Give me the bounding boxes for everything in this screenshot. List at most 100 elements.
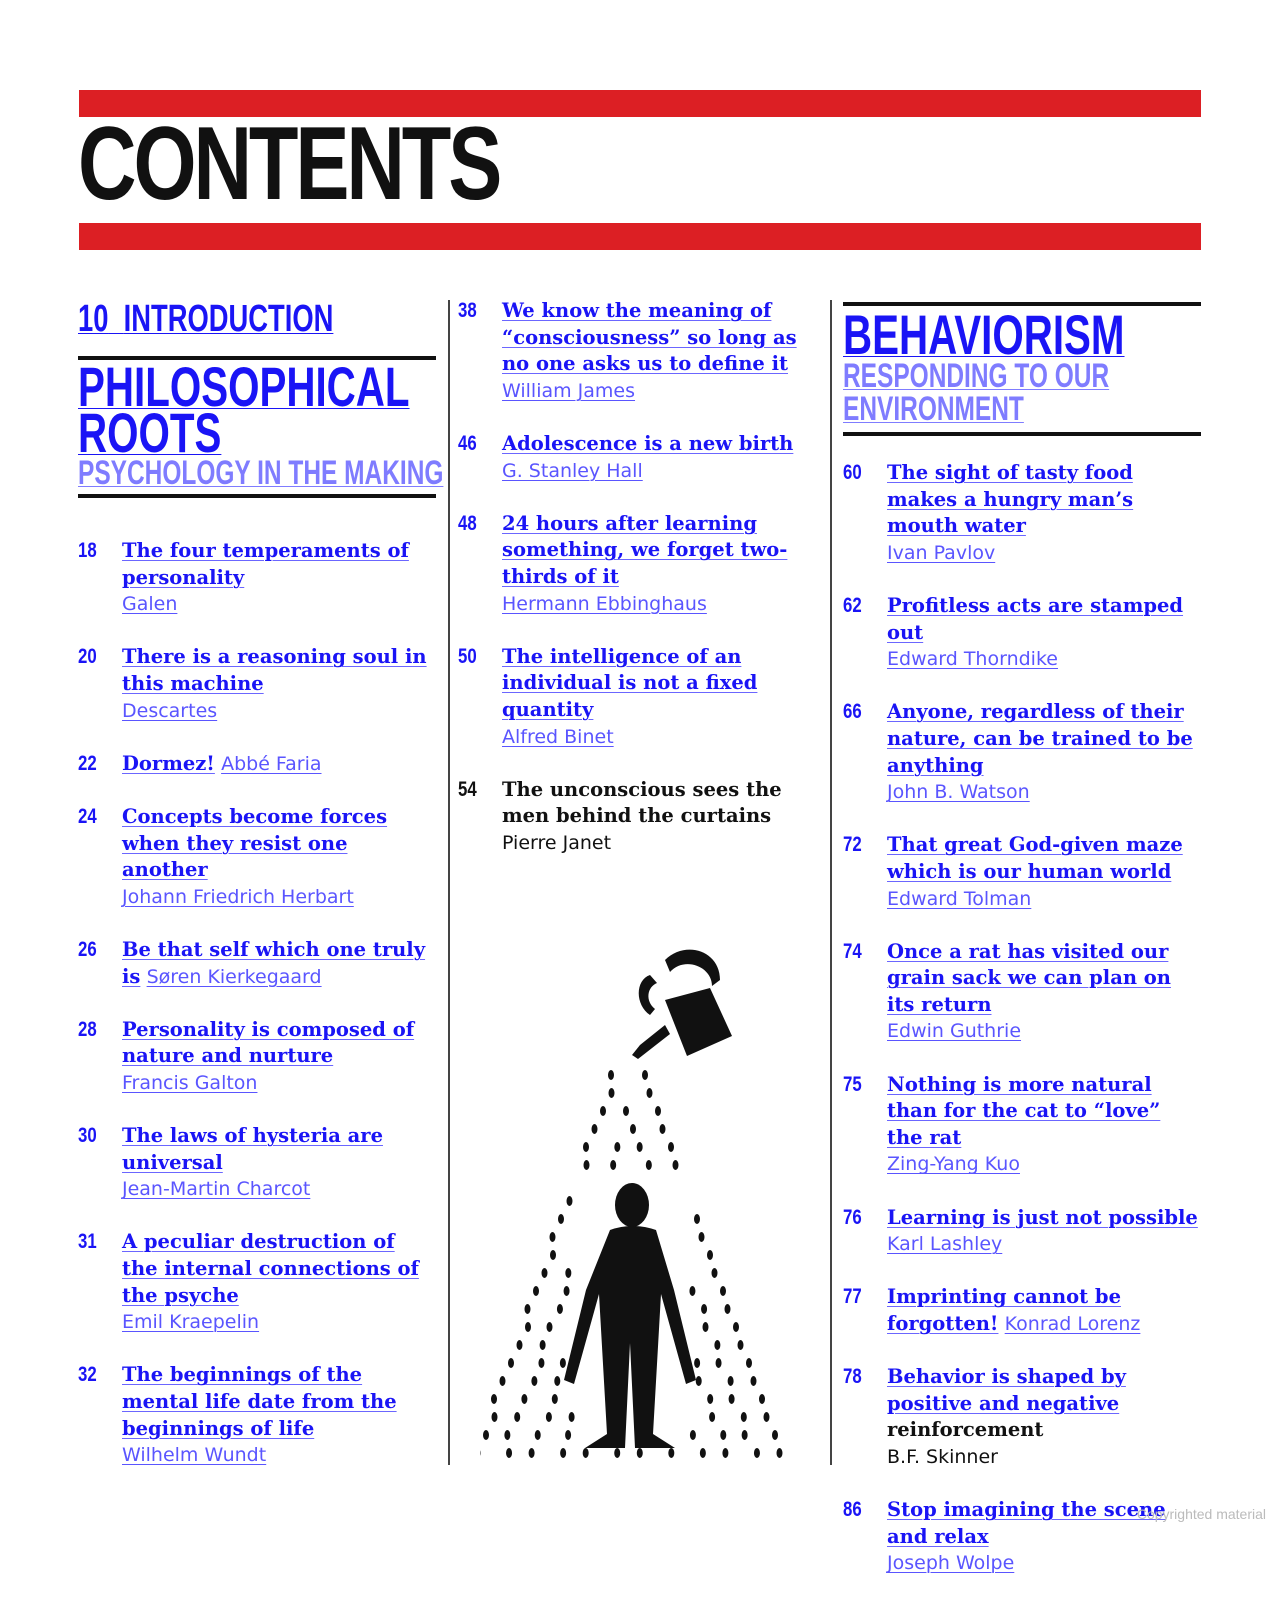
water-drop [724, 1304, 731, 1314]
column-1: 10 INTRODUCTION PHILOSOPHICAL ROOTS PSYC… [78, 298, 444, 1495]
toc-entry[interactable]: 54 The unconscious sees the men behind th… [458, 777, 810, 857]
entry-title[interactable]: Learning is just not possible [887, 1205, 1198, 1229]
water-drop [642, 1070, 648, 1080]
intro-link[interactable]: 10 INTRODUCTION [78, 298, 334, 340]
entry-author[interactable]: Alfred Binet [502, 725, 614, 748]
entry-author[interactable]: Edwin Guthrie [887, 1020, 1022, 1043]
entry-title[interactable]: The intelligence of an individual is not… [502, 644, 758, 721]
entry-title[interactable]: Be that self which one truly is [122, 937, 426, 988]
water-drop [480, 1450, 481, 1456]
entry-author[interactable]: Søren Kierkegaard [146, 965, 322, 988]
entry-author[interactable]: Karl Lashley [887, 1233, 1003, 1256]
entry-author[interactable]: Francis Galton [122, 1071, 258, 1094]
water-drop [720, 1430, 727, 1440]
entry-author[interactable]: Wilhelm Wundt [122, 1444, 267, 1467]
entry-title[interactable]: Dormez! [122, 751, 215, 775]
entry-title[interactable]: The sight of tasty food makes a hungry m… [887, 461, 1134, 538]
entry-title[interactable]: Anyone, regardless of their nature, can … [887, 700, 1193, 777]
entry-author[interactable]: Edward Tolman [887, 887, 1032, 910]
entry-author[interactable]: Galen [122, 593, 178, 616]
water-drop [591, 1124, 598, 1134]
entry-title[interactable]: Imprinting cannot be forgotten! [887, 1285, 1121, 1335]
entry-title[interactable]: The unconscious sees the men behind the … [502, 777, 782, 828]
copyright-notice: Copyrighted material [1136, 1506, 1266, 1522]
water-drop [546, 1322, 553, 1332]
entry-author[interactable]: Edward Thorndike [887, 648, 1058, 671]
entry-author[interactable]: Johann Friedrich Herbart [122, 885, 354, 908]
section-heading-behaviorism[interactable]: BEHAVIORISM RESPONDING TO OUR ENVIRONMEN… [843, 303, 1125, 428]
water-drop [707, 1394, 714, 1404]
entry-title[interactable]: The beginnings of the mental life date f… [122, 1363, 397, 1440]
entry-title[interactable]: Personality is composed of nature and nu… [122, 1017, 415, 1068]
entry-author[interactable]: Pierre Janet [502, 831, 612, 854]
water-drop [655, 1106, 661, 1116]
watering-can-man-illustration [480, 949, 783, 1458]
water-drop [533, 1286, 539, 1296]
water-drop [689, 1286, 696, 1296]
toc-entry[interactable]: 60 The sight of tasty food makes a hungry… [843, 460, 1201, 566]
entry-title[interactable]: 24 hours after learning something, we fo… [502, 511, 788, 588]
entry-title[interactable]: Adolescence is a new birth [502, 431, 794, 455]
entry-author[interactable]: Zing-Yang Kuo [887, 1153, 1020, 1176]
entry-title[interactable]: Behavior is shaped by positive and negat… [887, 1365, 1126, 1415]
entry-author[interactable]: Jean-Martin Charcot [122, 1178, 311, 1201]
entry-author[interactable]: Abbé Faria [221, 752, 322, 775]
water-drop [772, 1430, 778, 1440]
entry-title[interactable]: Concepts become forces when they resist … [122, 804, 388, 882]
page-number: 60 [843, 461, 862, 484]
page-number: 74 [843, 939, 862, 963]
entry-title[interactable]: A peculiar destruction of the internal c… [122, 1230, 419, 1307]
page-number: 54 [458, 777, 477, 801]
entry-title[interactable]: The four temperaments of personality [122, 539, 409, 589]
entry-title[interactable]: Nothing is more natural than for the cat… [887, 1072, 1161, 1149]
column-3: BEHAVIORISM RESPONDING TO OUR ENVIRONMEN… [843, 298, 1201, 1604]
water-drop [689, 1430, 696, 1440]
section-heading-philosophical-roots[interactable]: PHILOSOPHICAL ROOTS PSYCHOLOGY IN THE MA… [78, 355, 444, 492]
entry-author[interactable]: William James [502, 379, 636, 402]
entry-author[interactable]: G. Stanley Hall [502, 459, 643, 482]
entry-title[interactable]: Once a rat has visited our grain sack we… [887, 939, 1171, 1016]
toc-entry[interactable]: 74 Once a rat has visited our grain sack … [843, 939, 1201, 1045]
entry-author[interactable]: Hermann Ebbinghaus [502, 592, 707, 615]
entry-author[interactable]: Joseph Wolpe [887, 1552, 1015, 1575]
page-number: 26 [78, 937, 97, 961]
entry-title[interactable]: Stop imagining the scene and relax [887, 1498, 1166, 1548]
page-title: CONTENTS [78, 106, 502, 222]
entry-title[interactable]: That great God-given maze which is our h… [887, 833, 1183, 883]
water-drop [508, 1358, 514, 1368]
water-drop [746, 1358, 752, 1368]
water-drop [614, 1448, 621, 1458]
entry-author[interactable]: John B. Watson [887, 781, 1030, 804]
entry-author[interactable]: Descartes [122, 699, 218, 722]
entry-title[interactable]: The laws of hysteria are universal [122, 1124, 383, 1174]
entry-author[interactable]: Konrad Lorenz [1004, 1313, 1141, 1335]
toc-entry[interactable]: 26 Be that self which one truly is Søren … [78, 937, 436, 990]
entry-title[interactable]: We know the meaning of “consciousness” s… [502, 299, 797, 376]
entry-title[interactable]: Profitless acts are stamped out [887, 593, 1184, 644]
toc-entry[interactable]: 46 Adolescence is a new birth G. Stanley H… [458, 431, 810, 484]
entry-title[interactable]: There is a reasoning soul in this machin… [122, 645, 427, 695]
entry-author[interactable]: Ivan Pavlov [887, 541, 996, 564]
entry-author[interactable]: B.F. Skinner [887, 1445, 998, 1468]
page-number: 46 [458, 431, 477, 455]
entry-author[interactable]: Emil Kraepelin [122, 1311, 260, 1334]
water-drop [483, 1430, 489, 1440]
